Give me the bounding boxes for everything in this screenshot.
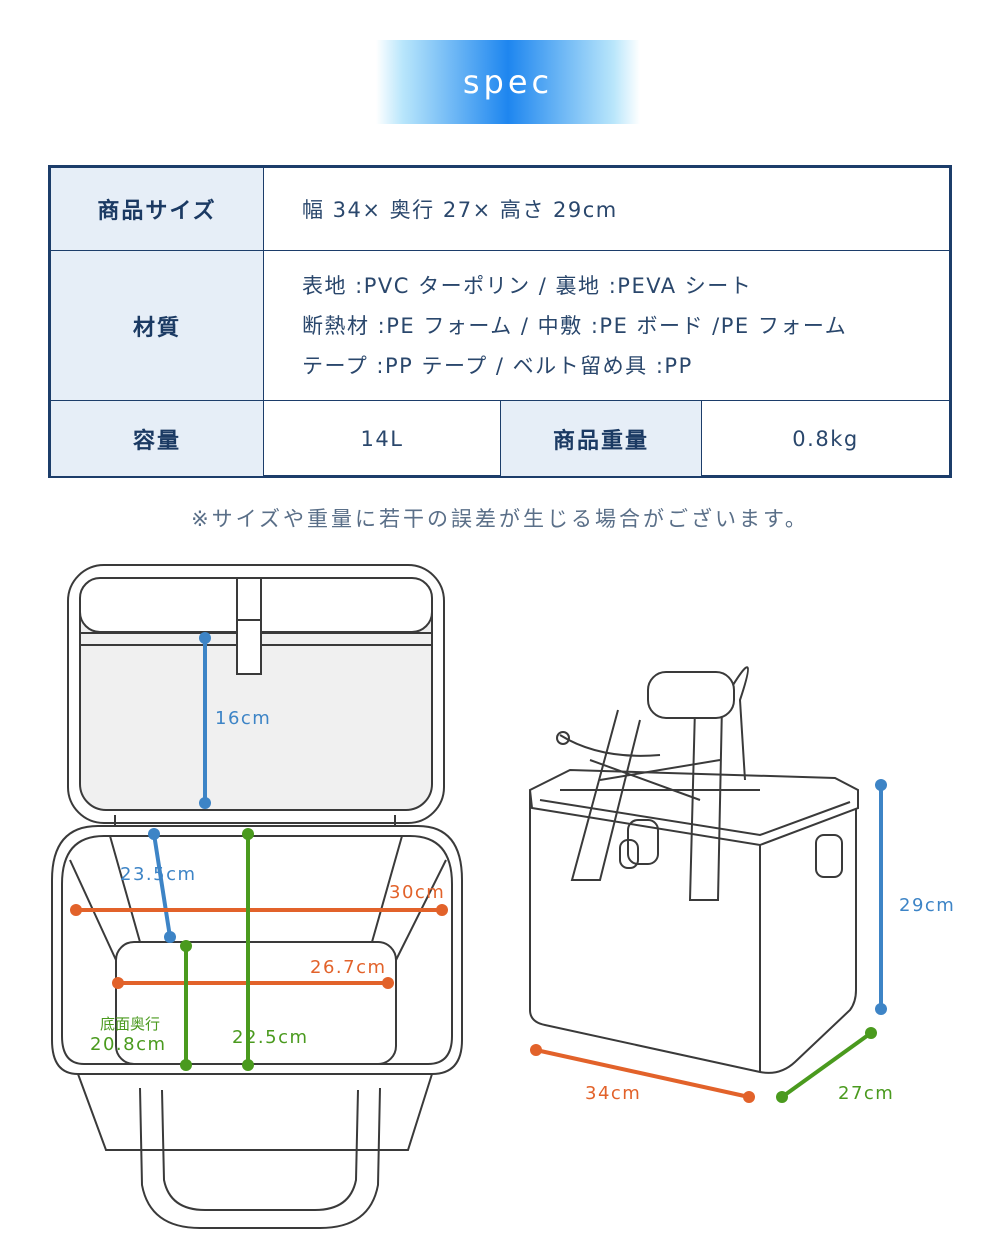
size-row: 商品サイズ 幅 34× 奥行 27× 高さ 29cm (51, 168, 949, 250)
capacity-label: 容量 (51, 401, 263, 476)
top-width-label: 30cm (389, 882, 445, 903)
bottom-width-dimension (112, 977, 394, 989)
spec-title: spec (462, 63, 554, 101)
height-dimension (875, 779, 887, 1015)
top-depth-dimension (148, 828, 176, 943)
material-values: 表地 :PVC ターポリン / 裏地 :PEVA シート 断熱材 :PE フォー… (263, 251, 949, 401)
depth-dimension (776, 1027, 877, 1103)
weight-value: 0.8kg (701, 401, 949, 476)
spec-table: 商品サイズ 幅 34× 奥行 27× 高さ 29cm 材質 表地 :PVC ター… (48, 165, 952, 478)
bottom-width-label: 26.7cm (310, 957, 387, 978)
open-bag-illustration (51, 564, 463, 1229)
inner-height-label: 22.5cm (232, 1027, 309, 1048)
lid-depth-label: 16cm (215, 708, 271, 729)
size-value: 幅 34× 奥行 27× 高さ 29cm (263, 168, 949, 250)
closed-bag-illustration (528, 666, 859, 1074)
bottom-depth-label: 20.8cm (90, 1034, 167, 1055)
height-label: 29cm (899, 895, 955, 916)
disclaimer-note: ※サイズや重量に若干の誤差が生じる場合がございます。 (191, 507, 809, 531)
depth-label: 27cm (838, 1083, 894, 1104)
material-line: テープ :PP テープ / ベルト留め具 :PP (302, 354, 693, 378)
width-dimension (530, 1044, 755, 1103)
weight-label: 商品重量 (500, 401, 701, 476)
top-width-dimension (70, 904, 448, 916)
size-label: 商品サイズ (51, 168, 263, 250)
capacity-row: 容量 14L 商品重量 0.8kg (51, 400, 949, 476)
material-line: 表地 :PVC ターポリン / 裏地 :PEVA シート (302, 274, 753, 298)
lid-depth-dimension (199, 632, 211, 809)
material-label: 材質 (51, 251, 263, 401)
capacity-value: 14L (263, 401, 500, 476)
top-depth-label: 23.5cm (120, 864, 197, 885)
inner-height-dimension (242, 828, 254, 1071)
width-label: 34cm (585, 1083, 641, 1104)
bottom-depth-caption: 底面奥行 (100, 1015, 160, 1033)
material-row: 材質 表地 :PVC ターポリン / 裏地 :PEVA シート 断熱材 :PE … (51, 250, 949, 401)
material-line: 断熱材 :PE フォーム / 中敷 :PE ボード /PE フォーム (302, 314, 848, 338)
bottom-depth-dimension (180, 940, 192, 1071)
spec-banner: spec (376, 40, 640, 124)
